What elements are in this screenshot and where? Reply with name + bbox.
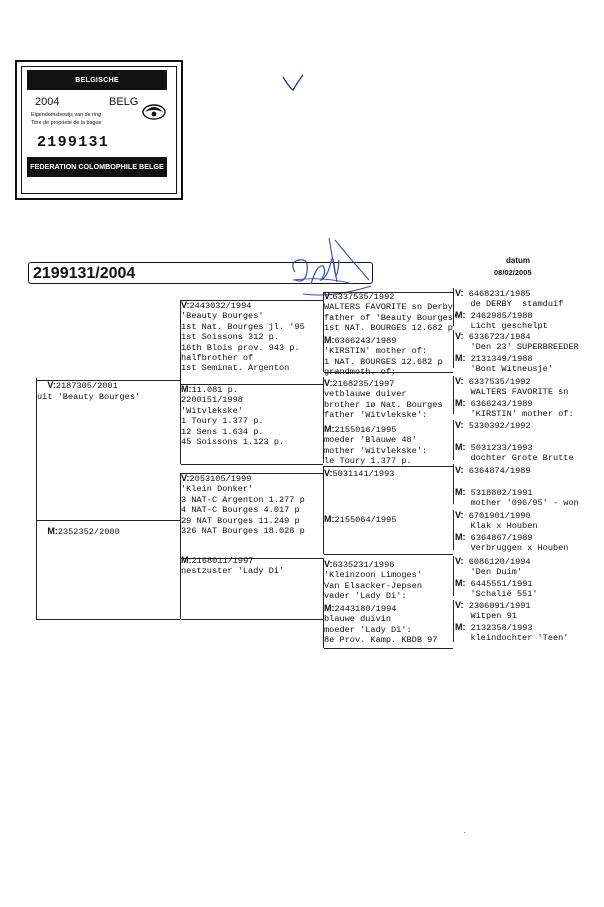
- gen4-pair-7: V: 2306091/1991 Witpen 91 M: 2132358/199…: [455, 600, 569, 644]
- certificate-top-banner: BELGISCHE DUIVENLIEFHEBBERSBOND: [27, 70, 167, 104]
- gen4-bracket-5: [453, 464, 455, 504]
- gen2-mother-link: [37, 520, 180, 522]
- gen3-bracket-1: [323, 292, 325, 372]
- gen3-bracket-3: [323, 466, 325, 554]
- gen3-bracket-2: [323, 377, 325, 463]
- gen3-entry-1: M:6366243/1989 'KIRSTIN' mother of: 1 NA…: [324, 335, 443, 378]
- gen3-entry-7: M:2443180/1994 blauwe duivin moeder 'Lad…: [324, 603, 438, 646]
- gen2-mother-bracket: [180, 473, 182, 619]
- gen4-bracket-8: [453, 600, 455, 642]
- gen2-father-link: [37, 380, 180, 382]
- gen1-father-line-0: 2187305/2001: [55, 381, 118, 392]
- check-mark-icon: [282, 74, 304, 92]
- gen2-father-mother: M:11.081 p. 2200151/1998 'Witvlekske' 1 …: [181, 384, 285, 448]
- ring-certificate: BELGISCHE DUIVENLIEFHEBBERSBOND 2004 BEL…: [15, 60, 183, 200]
- gen4-bracket-3: [453, 376, 455, 414]
- gen3-entry-4: V:5031141/1993: [324, 468, 395, 479]
- gen4-pair-2: V: 6337535/1992 WALTERS FAVORITE sn M: 6…: [455, 376, 574, 420]
- gen3-bracket-4: [323, 558, 325, 648]
- certificate-ring-number: 2199131: [37, 134, 110, 151]
- gen3-link-4b: [181, 619, 323, 621]
- pigeon-ring-title: 2199131/2004: [33, 265, 136, 282]
- gen4-pair-0: V: 6468231/1985 de DERBY stamduif M: 246…: [455, 288, 564, 332]
- gen3-entry-6: V:6335231/1996 'Kleinzoon Limoges' Van E…: [324, 559, 422, 602]
- gen3-entry-5: M:2155064/1995: [324, 514, 397, 525]
- gen4-bracket-4: [453, 420, 455, 460]
- certificate-line-nl: Eigendomsbewijs van de ring: [31, 112, 102, 118]
- gen4-bracket-1: [453, 288, 455, 326]
- gen1-father-line-1: uit 'Beauty Bourges': [37, 391, 141, 402]
- signature-icon: [292, 237, 372, 296]
- gen2-mother-father: V:2053105/1999 'Klein Donker' 3 NAT-C Ar…: [181, 473, 305, 537]
- gen3-entry-0: V:6337535/1992 WALTERS FAVORITE sn Derby…: [324, 291, 459, 334]
- gen1-bracket: [36, 378, 38, 620]
- gen4-link-3: [324, 554, 453, 556]
- gen2-father-father: V:2443032/1994 'Beauty Bourges' 1st Nat.…: [181, 300, 305, 374]
- gen4-link-0: [324, 292, 453, 294]
- gen4-bracket-2: [453, 330, 455, 368]
- gen3-link-2b: [181, 464, 323, 466]
- certificate-year: 2004: [35, 96, 60, 108]
- gen3-link-1: [181, 300, 323, 302]
- footer-mark: .: [463, 828, 467, 835]
- gen1-father: V:2187305/2001 uit 'Beauty Bourges': [37, 380, 141, 402]
- certificate-bottom-banner: FEDERATION COLOMBOPHILE BELGE: [27, 157, 167, 177]
- gen4-pair-4: V: 6364874/1989 M: 5318802/1991 mother '…: [455, 465, 579, 509]
- pedigree-title-box: 2199131/2004: [28, 262, 373, 284]
- gen4-link-4: [324, 648, 453, 650]
- certificate-frame: [21, 66, 177, 194]
- gen4-pair-3: V: 5330392/1992 M: 5031233/1993 dochter …: [455, 420, 574, 464]
- gen4-pair-5: V: 6701901/1990 Klak x Houben M: 6364867…: [455, 510, 569, 554]
- gen4-bracket-7: [453, 556, 455, 596]
- gen3-link-2: [181, 384, 323, 386]
- gen1-mother: M:2352352/2000: [47, 526, 120, 538]
- gen2-mother-mother: M:2168011/1997 nestzuster 'Lady Di': [181, 555, 285, 577]
- gen4-link-1: [324, 372, 453, 374]
- gen3-link-4: [181, 558, 323, 560]
- gen4-pair-1: V: 6336723/1984 'Den 23' SUPERBREEDER M:…: [455, 331, 579, 375]
- gen2-father-bracket: [180, 300, 182, 464]
- pigeon-emblem-icon: [142, 104, 166, 120]
- certificate-line-fr: Titre de propriete de la bague: [31, 120, 102, 126]
- gen4-bracket-6: [453, 510, 455, 550]
- gen2-mother-bottom: [37, 619, 180, 621]
- gen4-link-2: [324, 466, 453, 468]
- gen4-pair-6: V: 6086120/1994 'Den Duim' M: 6445551/19…: [455, 556, 538, 600]
- gen3-entry-2: V:2168235/1997 vetblauwe duiver brother …: [324, 378, 443, 421]
- gen3-link-3: [181, 473, 323, 475]
- gen1-mother-line-0: 2352352/2000: [57, 527, 120, 538]
- datum-value: 08/02/2005: [494, 268, 532, 277]
- gen3-entry-3: M:2155016/1995 moeder 'Blauwe 48' mother…: [324, 424, 428, 467]
- datum-label: datum: [506, 256, 530, 265]
- certificate-country: BELG: [109, 96, 139, 108]
